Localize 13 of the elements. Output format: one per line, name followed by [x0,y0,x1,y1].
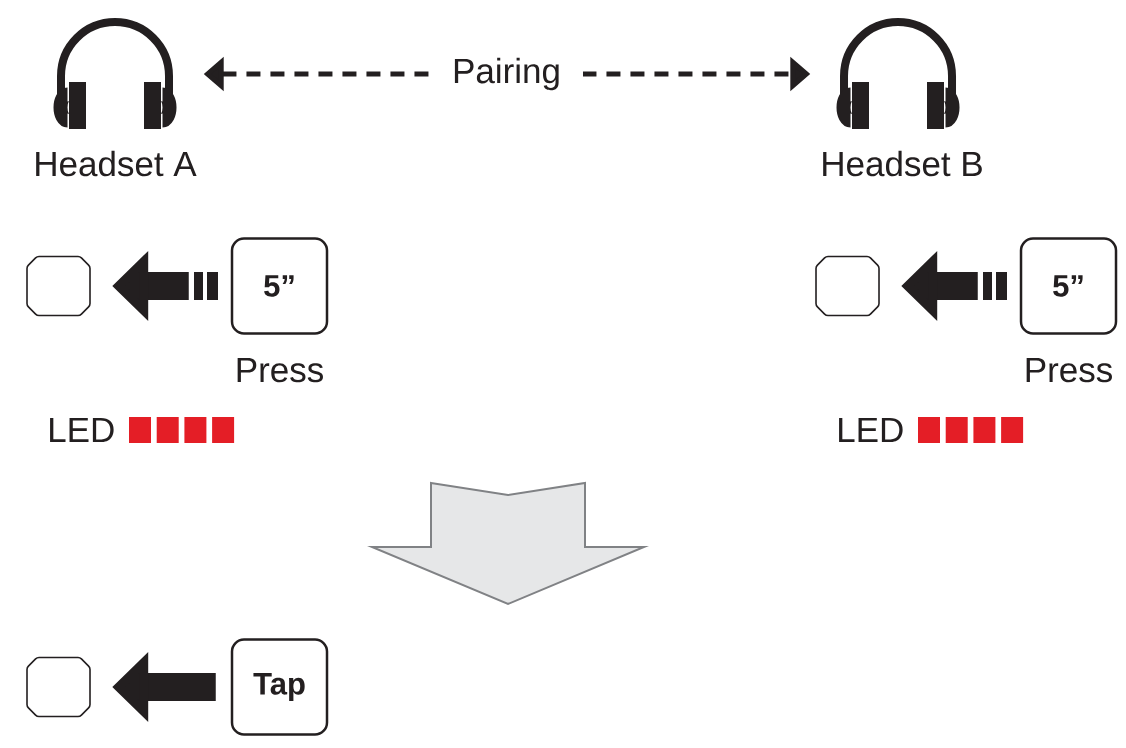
octagon [26,255,91,317]
octagon [815,255,880,317]
push-button: Tap [230,638,329,736]
led-label: LED [839,417,903,442]
octagon [26,656,91,718]
edge-label: Pairing [430,54,583,94]
push-button: 5” [230,237,329,335]
headset-label: Headset A [36,150,197,177]
node-label: Press [1026,357,1112,383]
push-button: 5” [1019,237,1118,335]
led-label: LED [50,417,114,442]
headset-label: Headset B [823,150,982,177]
node-label: Press [237,357,323,383]
